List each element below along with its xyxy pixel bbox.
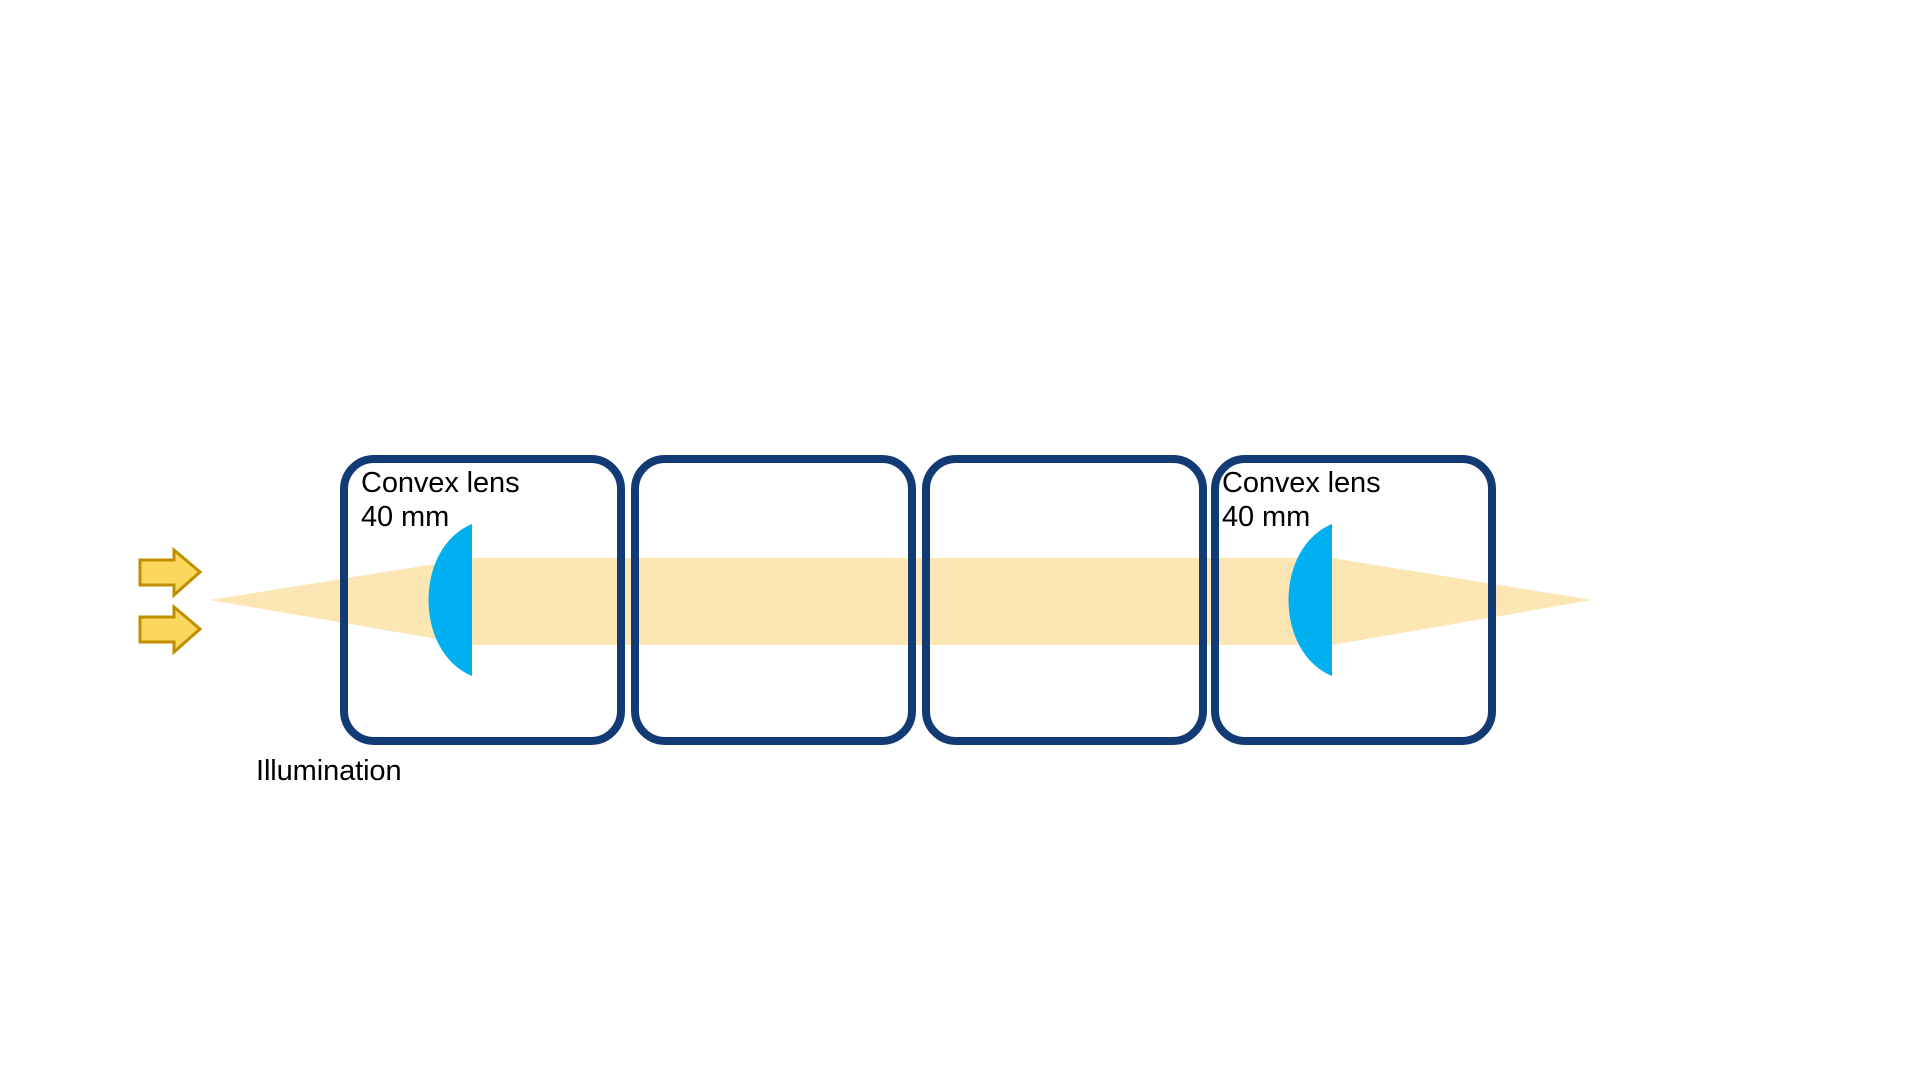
lenses-group	[428, 524, 1333, 676]
module-box-2[interactable]	[631, 455, 916, 745]
module-boxes-group	[340, 455, 1496, 745]
module-box-1[interactable]	[340, 455, 625, 745]
lens-left-label-line1: Convex lens	[361, 467, 520, 499]
lens-right-shape[interactable]	[1288, 524, 1333, 676]
lens-left-label: Convex lens 40 mm	[361, 466, 520, 534]
lens-left-shape[interactable]	[428, 524, 473, 676]
module-box-4[interactable]	[1211, 455, 1496, 745]
lens-right-label: Convex lens 40 mm	[1222, 466, 1381, 534]
illumination-arrow-top[interactable]	[138, 546, 203, 599]
illumination-arrow-bottom[interactable]	[138, 603, 203, 656]
beam-right-cone	[1332, 558, 1592, 645]
beam-collimated-section	[472, 558, 1332, 645]
lens-left-label-line2: 40 mm	[361, 501, 450, 534]
illumination-arrows-group	[138, 546, 203, 656]
lens-right-label-line1: Convex lens	[1222, 467, 1381, 499]
module-box-3[interactable]	[922, 455, 1207, 745]
illumination-label: Illumination	[256, 755, 402, 787]
illumination-beam-group	[210, 558, 1592, 645]
lens-right-label-line2: 40 mm	[1222, 501, 1311, 534]
